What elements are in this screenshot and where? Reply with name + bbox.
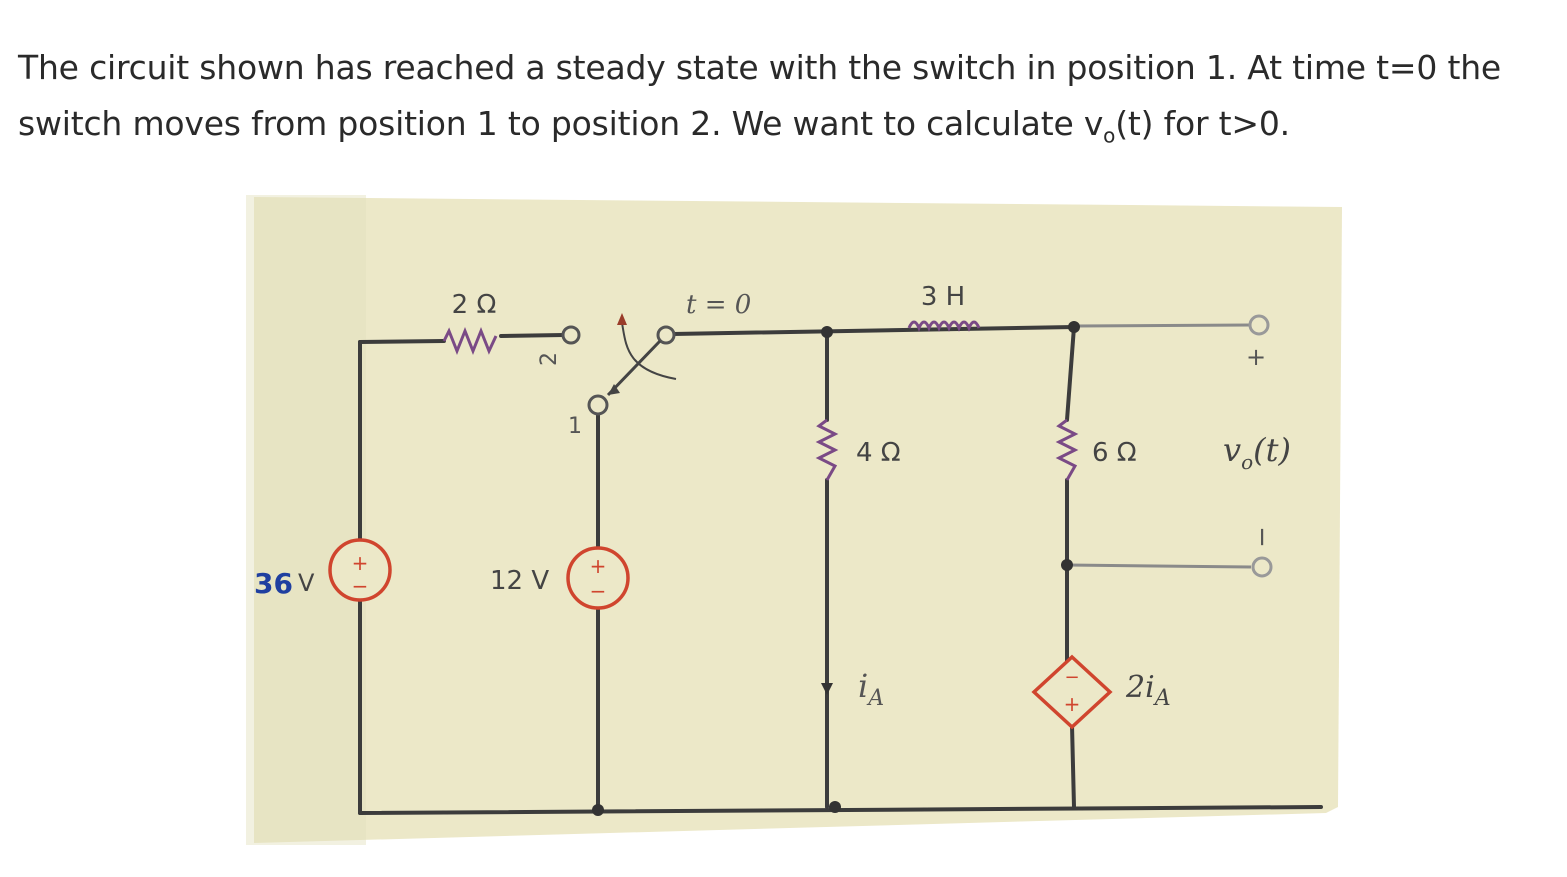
label-vo: vo(t) xyxy=(1223,431,1291,474)
label-switch-time: t = 0 xyxy=(686,290,751,320)
switch-contact-2 xyxy=(561,325,581,345)
source-mid-minus: − xyxy=(590,579,607,603)
node-right-top xyxy=(1068,321,1080,333)
wire-output-bottom xyxy=(1066,563,1252,569)
source-left-plus: + xyxy=(352,551,369,575)
voltage-source-36v: + − xyxy=(328,538,392,602)
node-bottom-mid xyxy=(592,804,604,816)
source-left-minus: − xyxy=(352,574,369,598)
label-source-left-value: 36 xyxy=(254,567,293,600)
vo-subscript: o xyxy=(1103,123,1116,148)
inductor-coil xyxy=(907,320,981,332)
label-vo-arg: (t) xyxy=(1253,431,1291,469)
label-source-left-unit: V xyxy=(298,569,315,597)
resistor-4ohm xyxy=(815,418,839,481)
label-dep-source-main: 2i xyxy=(1125,670,1155,705)
label-vo-plus: + xyxy=(1246,343,1266,371)
wire-bottom xyxy=(358,805,1323,815)
dependent-source: − + xyxy=(1031,654,1113,730)
label-current-sub: A xyxy=(866,686,884,711)
resistor-2ohm xyxy=(442,326,498,356)
problem-line-2: switch moves from position 1 to position… xyxy=(18,96,1563,164)
switch-arrow-head xyxy=(608,384,620,395)
label-current: iA xyxy=(858,667,884,711)
source-mid-plus: + xyxy=(590,554,607,578)
label-switch-pos-1: 1 xyxy=(568,414,582,439)
resistor-6ohm xyxy=(1055,418,1079,481)
label-vo-minus: − xyxy=(1247,526,1277,548)
wire-right-top xyxy=(1065,325,1076,422)
label-vo-v: v xyxy=(1223,431,1241,469)
problem-statement: The circuit shown has reached a steady s… xyxy=(18,40,1563,164)
label-dep-source-sub: A xyxy=(1153,686,1171,711)
wire-r2-to-switch xyxy=(499,333,566,338)
label-r-6ohm: 6 Ω xyxy=(1092,438,1137,468)
label-source-12v: 12 V xyxy=(490,566,549,596)
voltage-source-12v: + − xyxy=(566,546,630,610)
wire-left-top-h xyxy=(358,339,446,344)
output-terminal-bottom xyxy=(1251,556,1273,578)
label-current-i: i xyxy=(858,667,868,705)
wire-dep-bottom xyxy=(1070,723,1076,809)
output-terminal-top xyxy=(1248,314,1270,336)
dep-source-minus: − xyxy=(1064,667,1079,688)
node-4ohm-top xyxy=(821,326,833,338)
problem-line-2-prefix: switch moves from position 1 to position… xyxy=(18,104,1104,143)
dep-source-plus: + xyxy=(1064,692,1081,716)
circuit-svg: + − + − − + 2 Ω t = 0 3 H 2 1 36 V 12 V … xyxy=(246,195,1342,845)
label-inductor-3h: 3 H xyxy=(921,282,965,312)
node-right-mid xyxy=(1061,559,1073,571)
switch-motion-arrow xyxy=(617,313,627,325)
switch-blade xyxy=(606,339,662,397)
switch-motion-arc xyxy=(621,322,677,380)
wire-switch-top xyxy=(671,325,1076,336)
problem-line-1: The circuit shown has reached a steady s… xyxy=(18,48,1502,87)
label-dep-source: 2iA xyxy=(1125,670,1171,711)
circuit-diagram: + − + − − + 2 Ω t = 0 3 H 2 1 36 V 12 V … xyxy=(246,195,1346,845)
wire-output-top xyxy=(1075,323,1252,328)
paper-shade xyxy=(246,195,366,845)
label-switch-pos-2: 2 xyxy=(537,352,562,366)
label-r-4ohm: 4 Ω xyxy=(856,438,901,468)
switch-contact-1 xyxy=(587,394,609,416)
label-r-2ohm: 2 Ω xyxy=(452,290,497,320)
label-vo-sub: o xyxy=(1241,450,1253,474)
current-arrow xyxy=(821,683,833,695)
problem-line-2-suffix: (t) for t>0. xyxy=(1115,104,1290,143)
node-bottom-4ohm xyxy=(829,801,841,813)
switch-common xyxy=(656,325,676,345)
paper-background xyxy=(254,197,1342,843)
